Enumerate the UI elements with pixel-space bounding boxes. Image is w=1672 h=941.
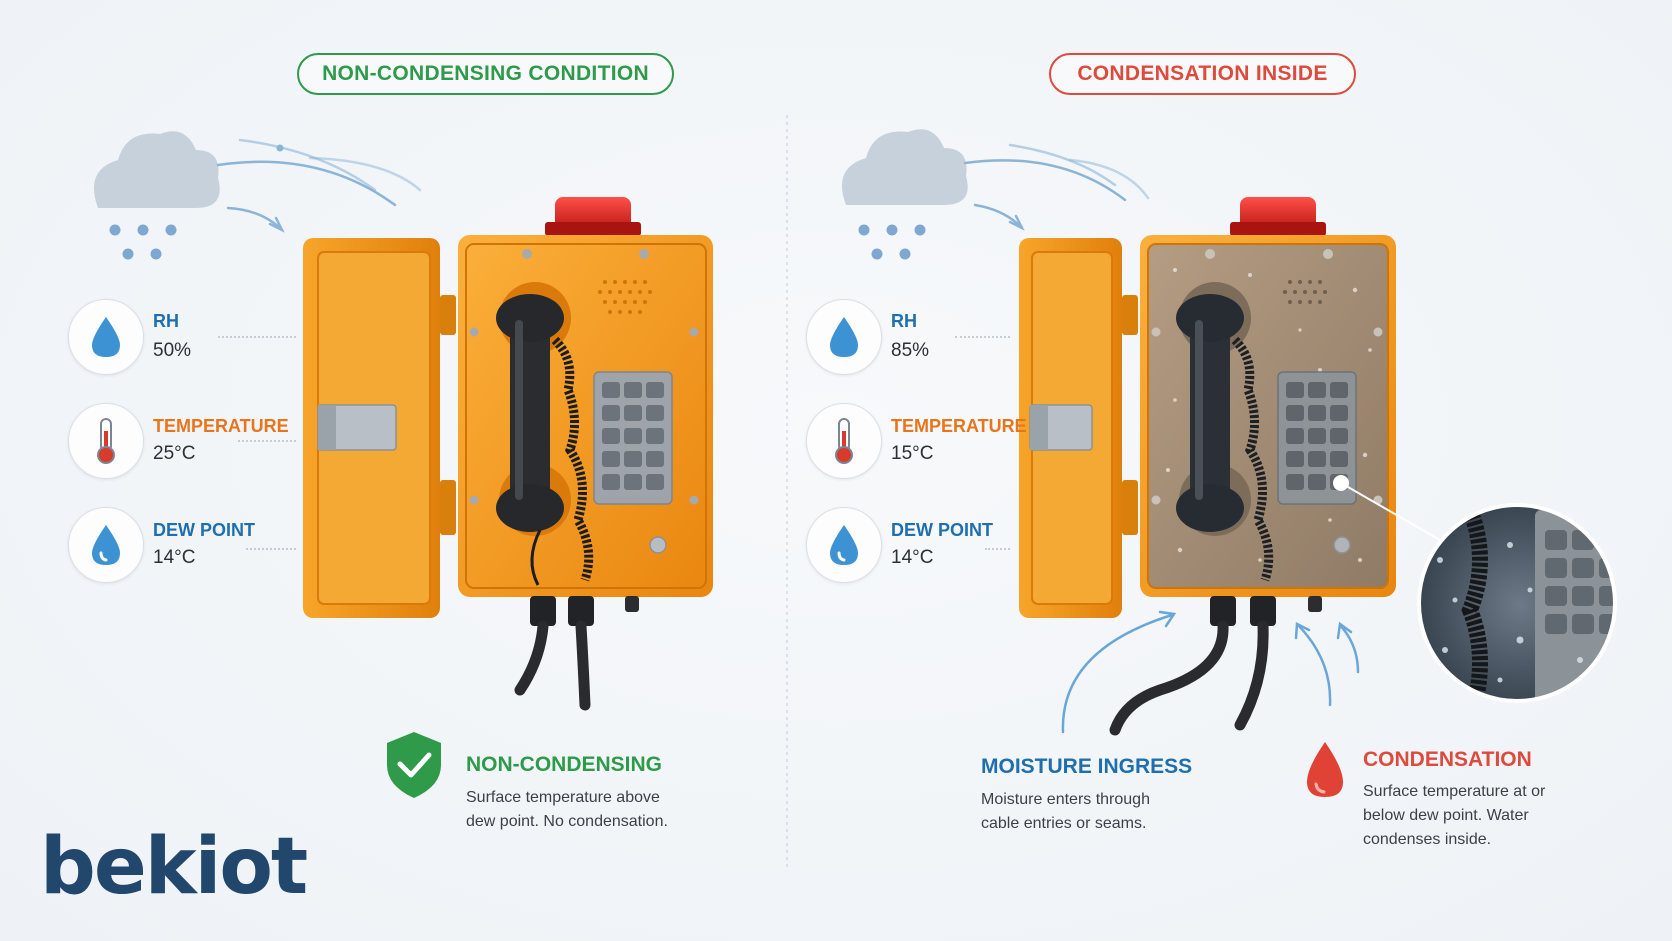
moisture-ingress-line-2: cable entries or seams. — [981, 815, 1147, 832]
non-condensing-condition-badge: NON-CONDENSING CONDITION — [297, 53, 674, 95]
dew-point-stat-icon-left — [68, 507, 144, 583]
rain-cloud-icon-left — [93, 131, 220, 260]
dew-point-value-right: 14°C — [891, 547, 934, 568]
water-drop-icon — [830, 317, 858, 357]
non-condensing-description: Surface temperature above dew point. No … — [466, 786, 668, 834]
condensation-line-1: Surface temperature at or — [1363, 783, 1546, 800]
rh-label-left: RH — [153, 311, 179, 331]
moisture-ingress-title: MOISTURE INGRESS — [981, 755, 1193, 778]
dew-point-stat-icon-right — [806, 507, 882, 583]
condensation-description: Surface temperature at or below dew poin… — [1363, 780, 1545, 852]
non-condensing-line-1: Surface temperature above — [466, 789, 660, 806]
thermometer-icon — [835, 418, 853, 464]
water-drop-icon — [92, 317, 120, 357]
red-drop-icon — [1307, 742, 1343, 797]
rh-value-right: 85% — [891, 340, 930, 361]
rh-stat-icon-left — [68, 299, 144, 375]
moisture-ingress-arrows — [1061, 610, 1360, 734]
non-condensing-line-2: dew point. No condensation. — [466, 813, 668, 830]
dew-point-label-left: DEW POINT — [153, 520, 255, 540]
check-shield-icon — [387, 732, 441, 798]
condensation-title: CONDENSATION — [1363, 748, 1532, 771]
thermometer-icon — [97, 418, 115, 464]
rh-leader-right — [955, 336, 1010, 338]
condensation-line-2: below dew point. Water — [1363, 807, 1529, 824]
dew-drop-icon — [830, 525, 858, 565]
moisture-ingress-description: Moisture enters through cable entries or… — [981, 788, 1150, 836]
zoom-pointer-line — [1340, 482, 1441, 541]
temperature-stat-icon-left — [68, 403, 144, 479]
temperature-value-left: 25°C — [153, 443, 196, 464]
dew-point-value-left: 14°C — [153, 547, 196, 568]
airflow-arrows-right — [963, 143, 1150, 231]
dew-drop-icon — [92, 525, 120, 565]
telephone-enclosure-left — [458, 197, 713, 711]
rh-stat-icon-right — [806, 299, 882, 375]
bekiot-logo: bekiot — [40, 822, 308, 912]
dew-point-leader-left — [246, 548, 296, 550]
rh-leader-left — [218, 336, 296, 338]
temperature-label-right: TEMPERATURE — [891, 416, 1027, 436]
telephone-enclosure-right — [1109, 197, 1396, 736]
temperature-stat-icon-right — [806, 403, 882, 479]
dew-point-leader-right — [985, 548, 1010, 550]
dew-point-label-right: DEW POINT — [891, 520, 993, 540]
rh-label-right: RH — [891, 311, 917, 331]
rh-value-left: 50% — [153, 340, 192, 361]
enclosure-door-right — [1019, 238, 1138, 618]
enclosure-door-left — [303, 238, 456, 618]
moisture-ingress-line-1: Moisture enters through — [981, 791, 1150, 808]
rain-cloud-icon-right — [841, 129, 968, 260]
temperature-leader-left — [238, 440, 296, 442]
temperature-label-left: TEMPERATURE — [153, 416, 289, 436]
airflow-arrows-left — [216, 138, 422, 233]
condensation-line-3: condenses inside. — [1363, 831, 1492, 848]
temperature-value-right: 15°C — [891, 443, 934, 464]
non-condensing-title: NON-CONDENSING — [466, 753, 663, 776]
condensation-inside-badge: CONDENSATION INSIDE — [1049, 53, 1356, 95]
